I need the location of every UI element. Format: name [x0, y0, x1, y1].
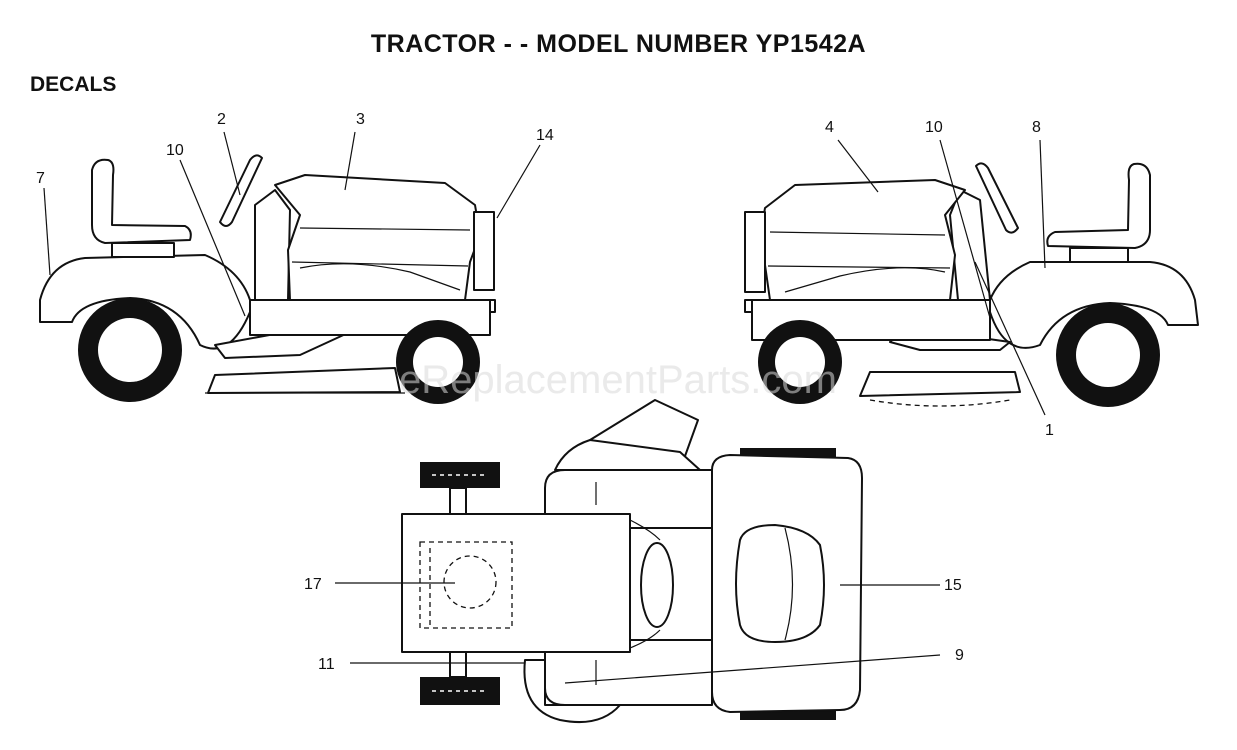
callout-labels: 7 10 2 3 14 4 10 8 1 17 11 15 9: [36, 111, 1054, 673]
callout-8-right: 8: [1032, 119, 1041, 136]
callout-15-top: 15: [944, 577, 962, 594]
callout-7-left: 7: [36, 170, 45, 187]
callout-9-top: 9: [955, 647, 964, 664]
callout-4-right: 4: [825, 119, 834, 136]
watermark: eReplacementParts.com: [399, 358, 837, 402]
section-heading: DECALS: [30, 73, 117, 96]
tractor-top-view: [335, 399, 941, 724]
callout-3-left: 3: [356, 111, 365, 128]
page-title: TRACTOR - - MODEL NUMBER YP1542A: [370, 30, 867, 58]
callout-14-left: 14: [536, 127, 554, 144]
callout-10-right: 10: [925, 119, 943, 136]
tractor-right-view: [744, 139, 1199, 416]
callout-1-right: 1: [1045, 422, 1054, 439]
callout-11-top: 11: [318, 656, 335, 673]
callout-2-left: 2: [217, 111, 226, 128]
callout-17-top: 17: [304, 576, 322, 593]
callout-10-left: 10: [166, 142, 184, 159]
tractor-left-view: [39, 131, 541, 404]
